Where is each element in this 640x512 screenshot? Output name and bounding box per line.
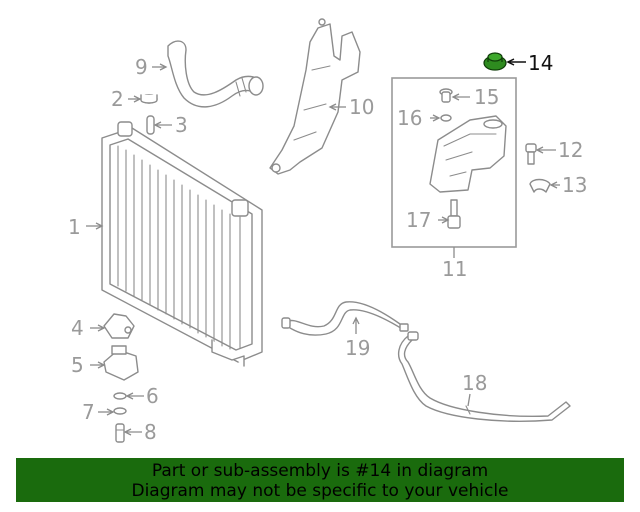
callout-13: 13 [562,173,587,197]
coolant-reservoir [429,115,507,193]
leader-lines [86,58,560,436]
callout-16: 16 [397,106,422,130]
part-4-mount [103,313,135,339]
notice-line-disclaimer: Diagram may not be specific to your vehi… [131,481,509,501]
part-13-clip [529,178,551,193]
callout-8: 8 [144,420,157,444]
part-14-cap-highlighted [483,52,507,71]
callout-17: 17 [406,208,431,232]
upper-hose [167,40,264,108]
notice-line-part: Part or sub-assembly is #14 in diagram [151,461,489,481]
mounting-bracket [269,18,361,175]
hose-18 [397,331,571,422]
callout-19: 19 [345,336,370,360]
callout-9: 9 [135,55,148,79]
hose-19 [281,301,409,336]
part-5-mount [103,345,139,381]
part-15-cap [439,88,453,103]
part-2-grommet [140,94,158,104]
part-8-bolt [115,423,125,443]
radiator [101,121,263,367]
part-16-ring [440,114,452,122]
callout-5: 5 [71,353,84,377]
part-6-washer [113,392,127,400]
part-7-washer [113,407,127,415]
callout-1: 1 [68,215,81,239]
callout-3: 3 [175,113,188,137]
callout-4: 4 [71,316,84,340]
part-12-bolt [525,143,537,165]
callout-18: 18 [462,371,487,395]
callout-6: 6 [146,384,159,408]
callout-15: 15 [474,85,499,109]
part-17-sensor [447,199,461,229]
callout-11: 11 [442,257,467,281]
notice-banner: Part or sub-assembly is #14 in diagram D… [16,458,624,502]
callout-12: 12 [558,138,583,162]
callout-7: 7 [82,400,95,424]
callout-14: 14 [528,51,553,75]
callout-10: 10 [349,95,374,119]
callout-2: 2 [111,87,124,111]
part-3-pin [146,115,155,135]
